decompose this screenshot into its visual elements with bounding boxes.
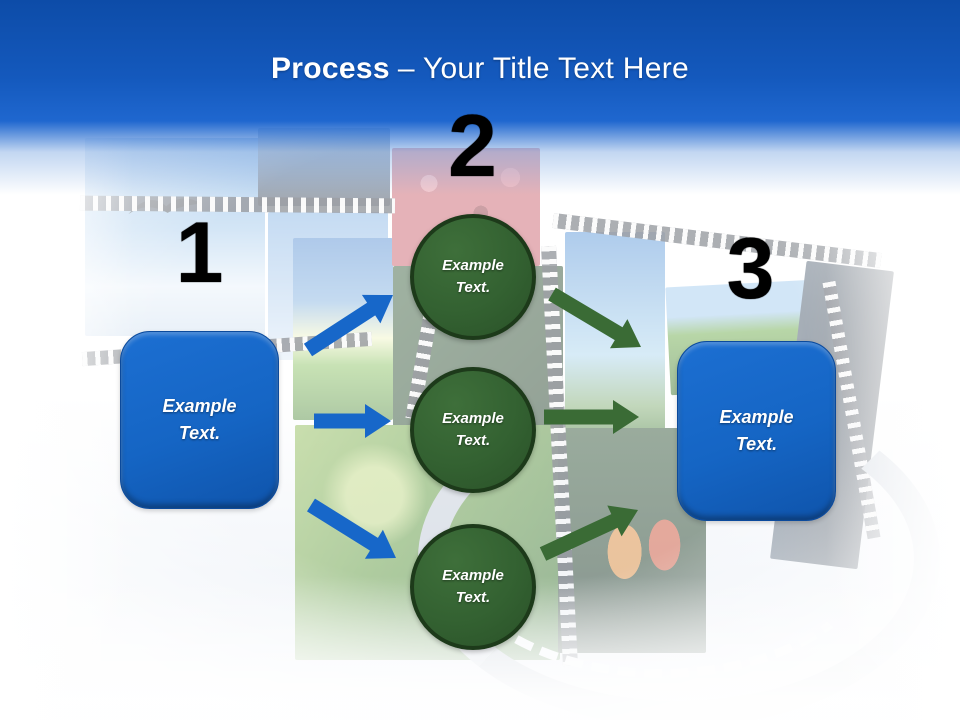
arrow-green-top [548,287,641,349]
step1-label: Example Text. [162,396,237,443]
step3-box: Example Text. [677,341,836,521]
step-number-2: 2 [448,96,497,195]
title-emphasis: Process [270,52,390,85]
page-title: Process– Your Title Text Here [0,52,960,86]
arrow-blue-middle [314,404,391,438]
arrow-blue-top [303,294,393,357]
arrow-green-bottom [539,505,638,561]
step2-circle-bottom: Example Text. [410,524,536,650]
step2-circle-top-label: Example Text. [442,256,504,297]
step2-circle-bottom-label: Example Text. [442,566,504,607]
step1-box: Example Text. [120,331,279,509]
header-banner [0,0,960,195]
title-rest: – Your Title Text Here [397,52,690,85]
step2-circle-middle: Example Text. [410,367,536,493]
step2-circle-top: Example Text. [410,214,536,340]
step2-circle-middle-label: Example Text. [442,409,504,450]
step-number-1: 1 [175,205,224,301]
arrow-green-middle [544,400,639,434]
step-number-3: 3 [726,221,775,317]
step3-label: Example Text. [719,407,794,454]
arrow-blue-bottom [307,498,396,559]
